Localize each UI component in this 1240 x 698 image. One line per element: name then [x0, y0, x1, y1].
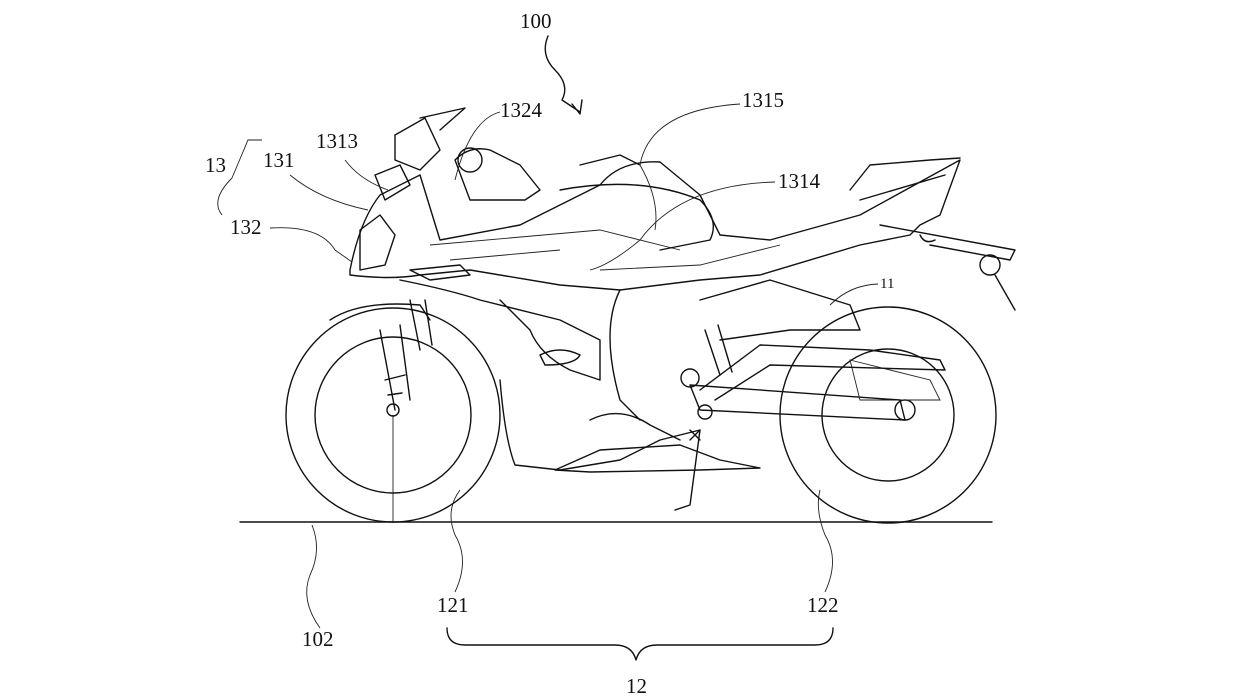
label-131: 131 [263, 148, 369, 211]
label-1314: 1314 [589, 169, 821, 271]
swingarm [674, 279, 946, 511]
svg-text:102: 102 [302, 627, 334, 651]
label-100: 100 [520, 9, 583, 115]
svg-text:13: 13 [205, 153, 226, 177]
svg-text:131: 131 [263, 148, 295, 172]
svg-text:100: 100 [520, 9, 552, 33]
label-102: 102 [302, 524, 334, 651]
label-1313: 1313 [316, 129, 389, 191]
svg-text:1314: 1314 [778, 169, 821, 193]
label-1315: 1315 [639, 88, 784, 231]
svg-text:121: 121 [437, 593, 469, 617]
svg-text:12: 12 [626, 674, 647, 698]
svg-text:1315: 1315 [742, 88, 784, 112]
svg-text:132: 132 [230, 215, 262, 239]
front-wheel [285, 299, 501, 523]
svg-text:122: 122 [807, 593, 839, 617]
svg-text:11: 11 [880, 276, 894, 292]
svg-text:1313: 1313 [316, 129, 358, 153]
label-1324: 1324 [454, 98, 543, 181]
label-13: 13 [205, 139, 262, 216]
svg-text:1324: 1324 [500, 98, 543, 122]
motorcycle-body [349, 107, 1016, 473]
label-132: 132 [230, 215, 353, 263]
label-12: 12 [446, 627, 834, 698]
label-11: 11 [829, 276, 894, 306]
label-121: 121 [437, 489, 469, 617]
label-122: 122 [807, 489, 839, 617]
